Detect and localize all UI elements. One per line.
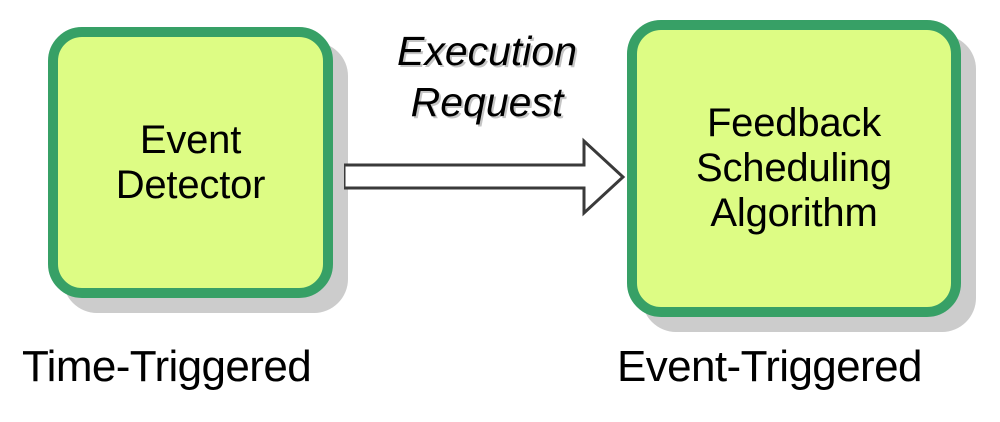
edge-label-execution-request: Execution Request [396, 28, 578, 126]
node-feedback-scheduling-algorithm[interactable]: Feedback Scheduling Algorithm [627, 20, 961, 317]
node-feedback-scheduling-algorithm-label: Feedback Scheduling Algorithm [696, 101, 892, 235]
arrow-execution-request-icon [344, 137, 626, 217]
caption-time-triggered: Time-Triggered [22, 342, 312, 391]
caption-event-triggered: Event-Triggered [617, 342, 922, 391]
node-event-detector[interactable]: Event Detector [48, 27, 333, 298]
block-arrow-shape [344, 137, 626, 217]
node-event-detector-label: Event Detector [115, 117, 266, 207]
arrow-execution-request [344, 136, 630, 220]
